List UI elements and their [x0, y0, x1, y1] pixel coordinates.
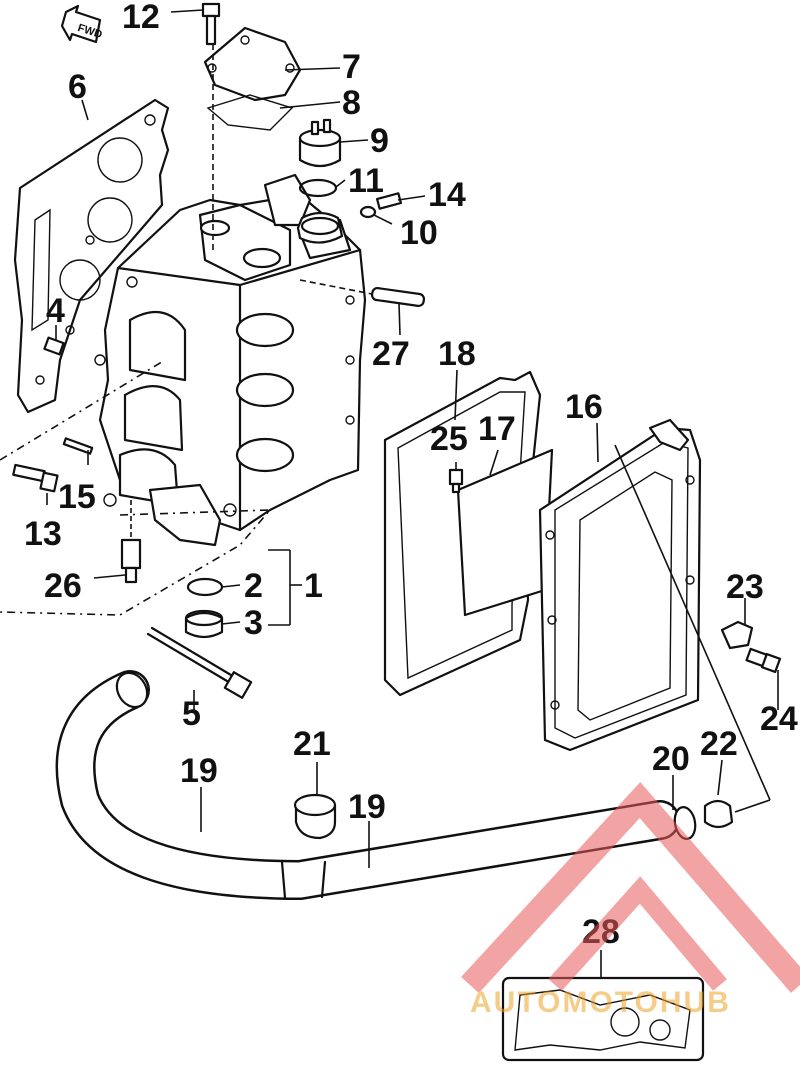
dowel-pin-27	[299, 279, 426, 308]
washer-10	[359, 205, 377, 219]
screw-14	[375, 192, 403, 210]
callout-4: 4	[46, 292, 65, 330]
leader-lines	[46, 9, 779, 978]
assembly-guide-lines	[0, 359, 272, 616]
callout-18: 18	[438, 335, 476, 373]
callout-20: 20	[652, 740, 690, 778]
thermostat-cover-7	[203, 26, 302, 102]
callout-16: 16	[565, 388, 603, 426]
callout-23: 23	[726, 568, 764, 606]
callout-21: 21	[293, 725, 331, 763]
callout-3: 3	[244, 604, 263, 642]
callout-26: 26	[44, 567, 82, 605]
hose-routing-line	[614, 444, 771, 813]
callout-9: 9	[370, 122, 389, 160]
thermostat-housing-seat	[296, 211, 344, 244]
hose-sleeve-21	[293, 793, 337, 840]
hose-clamp-22	[703, 799, 734, 829]
callout-8: 8	[342, 84, 361, 122]
callout-10: 10	[400, 214, 438, 252]
o-ring-2	[186, 577, 224, 597]
callout-17: 17	[478, 410, 516, 448]
callout-19-right: 19	[348, 788, 386, 826]
callout-19-left: 19	[180, 752, 218, 790]
watermark-logo: AUTOMOTOHUB	[461, 781, 800, 1019]
plug-3	[184, 609, 224, 639]
callout-27: 27	[372, 335, 410, 373]
cover-gasket-8	[206, 94, 294, 131]
callout-7: 7	[342, 48, 361, 86]
callout-11: 11	[348, 162, 384, 200]
callout-1: 1	[304, 567, 323, 605]
water-hose-19	[55, 670, 680, 901]
dowel-pin-4	[43, 336, 65, 356]
exhaust-cover-16	[538, 418, 702, 752]
thermostat-9	[298, 118, 342, 168]
bolt-24	[745, 647, 782, 674]
o-ring-11	[298, 178, 338, 198]
bolt-13	[12, 463, 59, 493]
forward-direction-tag: FWD	[60, 4, 104, 44]
clamp-bracket-23	[720, 620, 754, 650]
watermark-triangle-outer	[461, 781, 800, 994]
callout-14: 14	[428, 176, 466, 214]
callout-5: 5	[182, 695, 201, 733]
watermark-text: AUTOMOTOHUB	[470, 986, 731, 1019]
cylinder-head-gasket	[13, 98, 170, 414]
watermark-triangle-inner	[548, 876, 727, 992]
pin-15	[62, 437, 94, 455]
callout-12: 12	[122, 0, 160, 36]
callout-2: 2	[244, 567, 263, 605]
callout-25: 25	[430, 420, 468, 458]
callout-15: 15	[58, 478, 96, 516]
callout-22: 22	[700, 725, 738, 763]
gasket-kit-28	[501, 976, 705, 1062]
bolt-12	[201, 2, 221, 250]
callout-6: 6	[68, 68, 87, 106]
sensor-26	[120, 500, 142, 584]
callout-13: 13	[24, 515, 62, 553]
callout-24: 24	[760, 700, 798, 738]
callout-labels: 12 7 6 8 9 11 14 10 4 27 18 16 25 17 15 …	[24, 0, 798, 951]
long-bolt-5	[146, 626, 253, 699]
